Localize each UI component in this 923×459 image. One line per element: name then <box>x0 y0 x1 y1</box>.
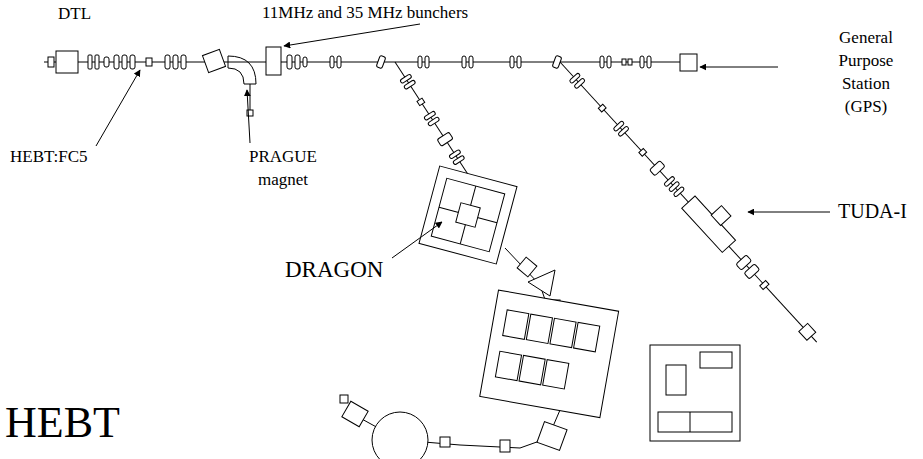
callout-label: General Purpose Station (GPS) <box>824 26 908 118</box>
diagram-title: HEBT <box>5 398 120 448</box>
callout-label: DRAGON <box>285 258 383 281</box>
callout-label: 11MHz and 35 MHz bunchers <box>262 1 468 24</box>
callout-label: DTL <box>58 2 91 25</box>
callout-label: TUDA-I <box>838 200 907 223</box>
callout-label: HEBT:FC5 <box>10 145 88 168</box>
callout-label: PRAGUE magnet <box>240 145 326 191</box>
